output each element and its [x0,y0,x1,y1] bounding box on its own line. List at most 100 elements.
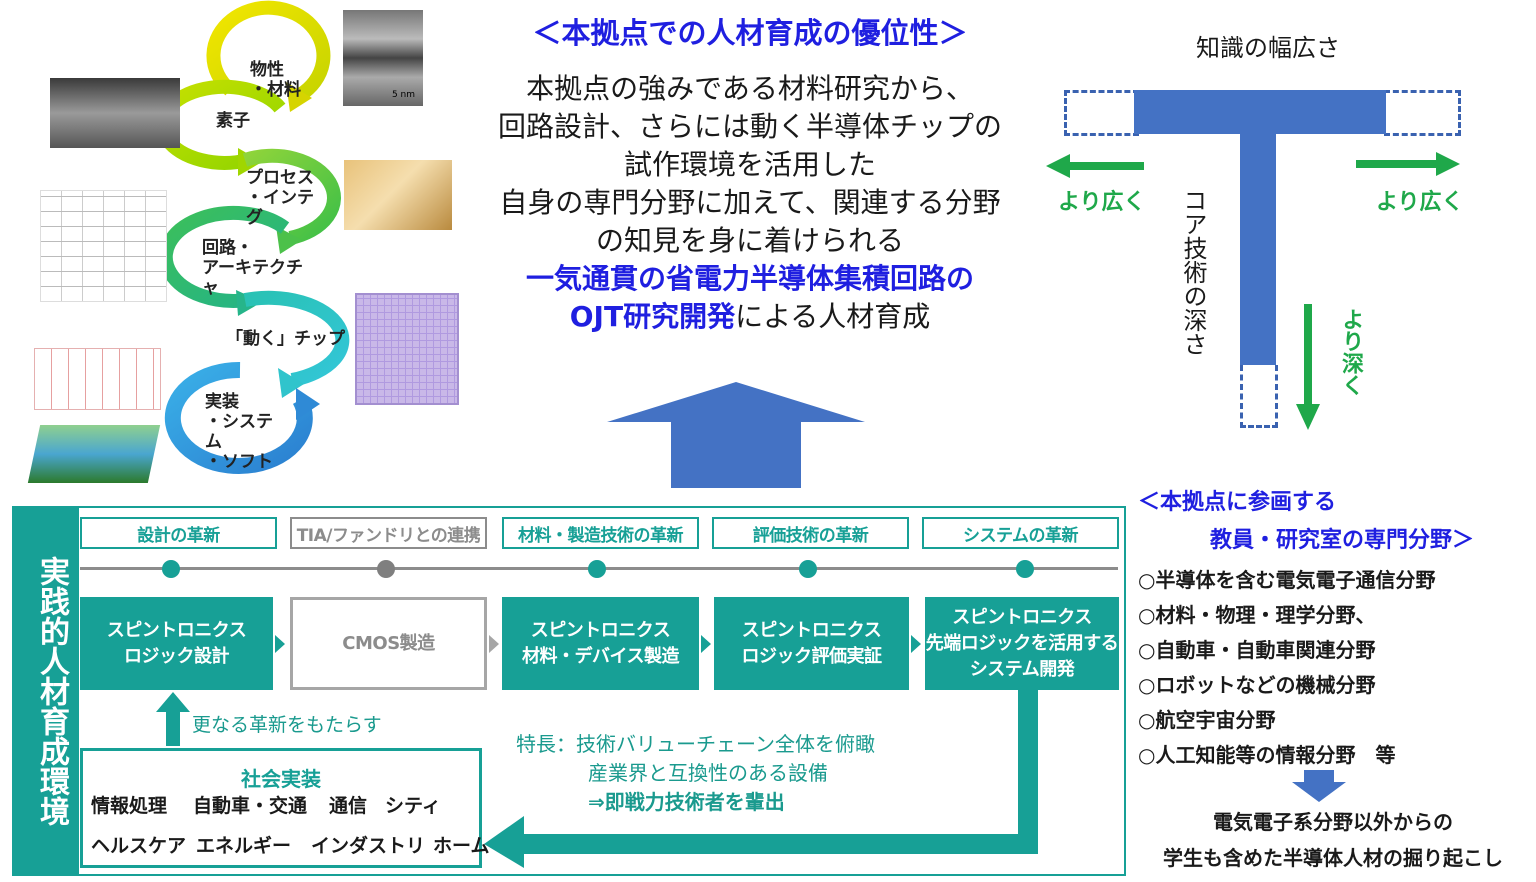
t-top-bar [1134,90,1386,134]
stage-3-line-2: 材料・デバイス製造 [522,645,679,667]
specialties-conclusion-2: 学生も含めた半導体人材の掘り起こし [1163,846,1503,870]
stage-1-line-2: ロジック設計 [124,645,230,667]
timeline-dot-evaluation [799,560,817,578]
specialties-down-arrow [1292,770,1346,802]
swirl-label-circuit: 回路・ アーキテクチャ [202,238,303,298]
swirl-label-chip: 「動く」チップ [226,329,345,349]
chevron-2 [489,635,499,653]
ojt-label: OJT研究開発 [569,300,736,333]
header-materials: 材料・製造技術の革新 [502,517,699,549]
stage-4-line-2: ロジック評価実証 [741,645,883,667]
chevron-3 [701,635,711,653]
practice-side-label: 実践的人材育成環境 [34,556,69,826]
chevron-1 [275,635,285,653]
ojt-rest: による人材育成 [735,300,931,333]
social-comm: 通信 [329,795,368,817]
advantage-line-5: の知見を身に着けられる [595,224,904,257]
breadth-dashed-left [1064,90,1139,136]
advantage-line-2: 回路設計、さらには動く半導体チップの [497,110,1002,143]
stage-5-line-2: 先端ロジックを活用する [925,632,1119,654]
feature-line-1: 特長：技術バリューチェーン全体を俯瞰 [516,732,875,756]
stage-cmos: CMOS製造 [290,597,487,690]
breadth-dashed-right [1384,90,1461,136]
stage-logic-eval: スピントロニクス ロジック評価実証 [714,597,909,690]
social-box: 社会実装 情報処理自動車・交通通信シティ ヘルスケアエネルギーインダストリホーム [80,748,489,868]
social-home: ホーム [433,835,490,857]
specialty-item-5: ○航空宇宙分野 [1138,708,1276,732]
header-system: システムの革新 [922,517,1119,549]
header-design: 設計の革新 [80,517,277,549]
specialty-item-4: ○ロボットなどの機械分野 [1138,673,1376,697]
stage-5-line-1: スピントロニクス [952,606,1092,628]
feature-line-3: ⇒即戦力技術者を輩出 [588,790,785,814]
specialties-conclusion-1: 電気電子系分野以外からの [1213,810,1453,834]
specialty-item-1: ○半導体を含む電気電子通信分野 [1138,568,1436,592]
stage-system-dev: スピントロニクス 先端ロジックを活用する システム開発 [925,597,1119,690]
process-swirl: 物性 ・材料 素子 プロセス ・インテグ 回路・ アーキテクチャ 「動く」チップ… [0,0,480,500]
header-evaluation: 評価技術の革新 [712,517,909,549]
advantage-line-3: 試作環境を活用した [623,148,876,181]
feedback-arrow [484,690,1038,868]
advantage-highlight-1: 一気通貫の省電力半導体集積回路の [525,262,974,295]
deeper-arrow [1296,304,1320,430]
innovation-up-arrow [156,692,190,746]
stacked-chip-icon [27,425,161,483]
cleanroom-photo-icon [344,160,452,230]
swirl-arrow-5 [243,290,350,387]
deeper-label: より深く [1338,308,1363,396]
stage-1-line-1: スピントロニクス [106,619,247,641]
specialty-item-6: ○人工知能等の情報分野 等 [1138,743,1396,767]
header-tia: TIA/ファンドリとの連携 [290,517,487,549]
tem-image-icon: 5 nm [343,10,423,106]
wider-right-arrow [1356,152,1460,176]
swirl-arrow-3 [242,148,341,245]
big-up-arrow [607,382,865,488]
swirl-label-system: 実装 ・システム ・ソフト [205,392,273,472]
social-industry: インダストリ [311,835,426,857]
social-row-2: ヘルスケアエネルギーインダストリホーム [91,831,489,858]
timeline-dot-tia [377,560,395,578]
timeline-dot-design [162,560,180,578]
advantage-line-4: 自身の専門分野に加えて、関連する分野 [499,186,1001,219]
feature-line-2: 産業界と互換性のある設備 [588,761,828,785]
swirl-label-process: プロセス ・インテグ [246,168,314,228]
social-city: シティ [385,795,441,817]
swirl-arrow-6 [164,361,313,474]
swirl-label-material: 物性 ・材料 [250,60,301,100]
practice-side-bar [12,506,79,876]
depth-label: コア技術の深さ [1179,188,1207,356]
social-auto: 自動車・交通 [193,795,308,817]
wider-left-arrow [1046,154,1144,178]
chip-layout-icon [355,293,459,405]
stage-5-line-3: システム開発 [969,658,1075,680]
chevron-4 [911,635,921,653]
specialty-item-2: ○材料・物理・理学分野、 [1138,603,1376,627]
swirl-label-device: 素子 [216,111,250,131]
t-shape-diagram: 知識の幅広さ より広く より広く コア技術の深さ より深く [1030,0,1536,440]
wider-right-label: より広く [1376,190,1464,215]
advantage-highlight-2: OJT研究開発による人材育成 [480,298,1020,336]
stage-4-line-1: スピントロニクス [741,619,882,641]
specialty-item-3: ○自動車・自動車関連分野 [1138,638,1376,662]
timeline-dot-system [1016,560,1034,578]
stage-2-line-1: CMOS製造 [342,632,435,654]
breadth-label: 知識の幅広さ [1196,34,1340,62]
specialties-title-1: ＜本拠点に参画する [1138,490,1337,515]
swirl-arrow-1 [206,0,331,101]
wider-left-label: より広く [1058,190,1146,215]
stage-logic-design: スピントロニクス ロジック設計 [80,597,273,690]
social-energy: エネルギー [196,835,292,857]
board-schematic-icon [34,348,161,410]
depth-dashed [1240,365,1278,428]
swirl-arrow-4 [158,206,290,308]
device-cross-section-icon [50,78,180,148]
swirl-arrowhead-1 [286,82,312,112]
advantage-line-1: 本拠点の強みである材料研究から、 [526,72,974,105]
timeline-dot-materials [588,560,606,578]
social-info: 情報処理 [91,795,168,817]
t-stem [1240,128,1276,365]
social-row-1: 情報処理 自動車・交通通信シティ [91,791,441,818]
circuit-schematic-icon [40,190,167,302]
innovation-note: 更なる革新をもたらす [192,714,382,736]
stage-3-line-1: スピントロニクス [530,619,671,641]
